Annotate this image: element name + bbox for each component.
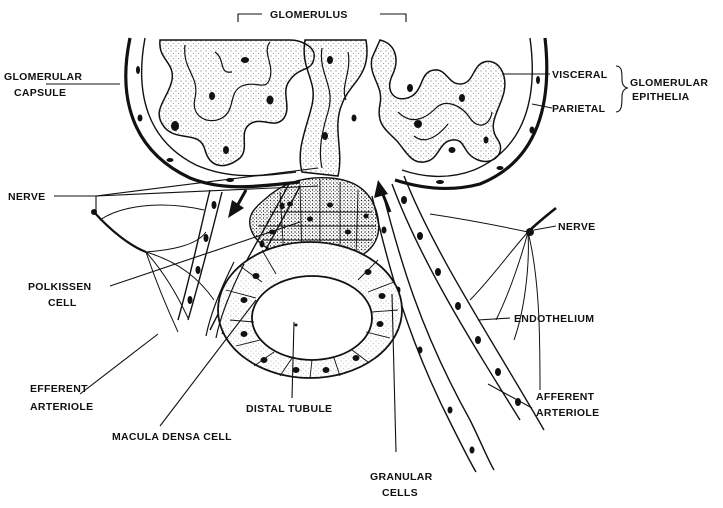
label-efferent-arteriole: EFFERENT <box>30 383 88 395</box>
label-macula-densa-cell: MACULA DENSA CELL <box>112 431 232 443</box>
glomerulus-capillary-loops <box>159 40 505 176</box>
label-visceral: VISCERAL <box>552 69 608 81</box>
label-polkissen-cell-2: CELL <box>48 297 77 309</box>
label-glomerular-capsule: GLOMERULAR <box>4 71 82 83</box>
label-granular-cells-2: CELLS <box>382 487 418 499</box>
label-distal-tubule: DISTAL TUBULE <box>246 403 332 415</box>
label-afferent-arteriole: AFFERENT <box>536 391 595 403</box>
label-nerve-left: NERVE <box>8 191 46 203</box>
label-parietal: PARIETAL <box>552 103 606 115</box>
label-efferent-arteriole-2: ARTERIOLE <box>30 401 93 413</box>
distal-tubule <box>218 242 402 378</box>
label-afferent-arteriole-2: ARTERIOLE <box>536 407 599 419</box>
label-glomerular-epithelia-2: EPITHELIA <box>632 91 690 103</box>
label-polkissen-cell: POLKISSEN <box>28 281 91 293</box>
label-endothelium: ENDOTHELIUM <box>514 313 594 325</box>
label-glomerular-epithelia: GLOMERULAR <box>630 77 708 89</box>
label-nerve-right: NERVE <box>558 221 596 233</box>
label-glomerular-capsule-2: CAPSULE <box>14 87 66 99</box>
label-granular-cells: GRANULAR <box>370 471 433 483</box>
label-glomerulus: GLOMERULUS <box>270 9 348 21</box>
